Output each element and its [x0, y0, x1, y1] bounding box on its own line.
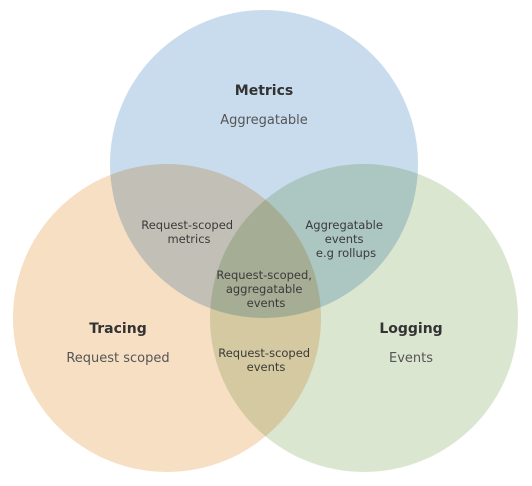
overlap-line: e.g rollups: [316, 246, 376, 260]
overlap-line: Request-scoped: [218, 346, 310, 360]
logging-title: Logging: [379, 321, 442, 337]
overlap-line: events: [247, 360, 286, 374]
circles: [13, 10, 518, 472]
metrics-tracing-overlap-label: Request-scoped metrics: [141, 218, 237, 246]
overlap-line: events: [247, 296, 286, 310]
tracing-subtitle: Request scoped: [66, 351, 169, 366]
metrics-subtitle: Aggregatable: [220, 113, 308, 128]
tracing-logging-overlap-label: Request-scoped events: [218, 346, 314, 374]
logging-subtitle: Events: [389, 351, 433, 366]
overlap-line: events: [325, 232, 364, 246]
overlap-line: Request-scoped: [141, 218, 233, 232]
metrics-title: Metrics: [235, 83, 293, 99]
overlap-line: Request-scoped,: [216, 268, 312, 282]
tracing-title: Tracing: [89, 321, 146, 337]
overlap-line: Aggregatable: [305, 218, 383, 232]
overlap-line: metrics: [167, 232, 210, 246]
metrics-logging-overlap-label: Aggregatable events e.g rollups: [305, 218, 386, 260]
center-overlap-label: Request-scoped, aggregatable events: [216, 268, 315, 310]
overlap-line: aggregatable: [226, 282, 303, 296]
logging-circle: [210, 164, 518, 472]
